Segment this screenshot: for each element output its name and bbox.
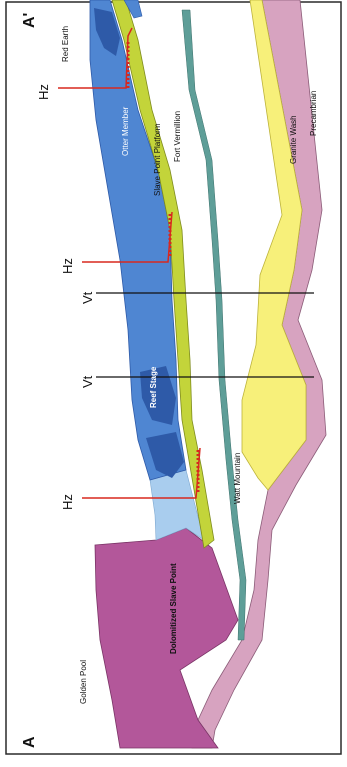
section-end-label: A' <box>21 13 38 28</box>
fort-vermillion-label: Fort Vermillion <box>173 111 182 162</box>
precambrian-label: Precambrian <box>309 91 318 136</box>
section-start-label: A <box>21 736 38 748</box>
golden-pool-label: Golden Pool <box>79 660 88 704</box>
reef-stage-label: Reef Stage <box>149 366 158 408</box>
granite-wash-label: Granite Wash <box>289 115 298 164</box>
slave-point-platform-label: Slave Point Platform <box>153 123 162 196</box>
reef-stage-label-line: Reef Stage <box>149 366 158 408</box>
vt-label-1: Vt <box>80 291 95 304</box>
vt-label-2: Vt <box>80 375 95 388</box>
watt-mountain-label: Watt Mountain <box>233 453 242 504</box>
hz-label-2: Hz <box>60 258 75 274</box>
red-earth-label: Red Earth <box>61 26 70 62</box>
dolomitized-slave-point-label: Dolomitized Slave Point <box>169 563 178 654</box>
hz-label-1: Hz <box>36 84 51 100</box>
hz-label-3: Hz <box>60 494 75 510</box>
otter-member-label: Otter Member <box>121 106 130 156</box>
